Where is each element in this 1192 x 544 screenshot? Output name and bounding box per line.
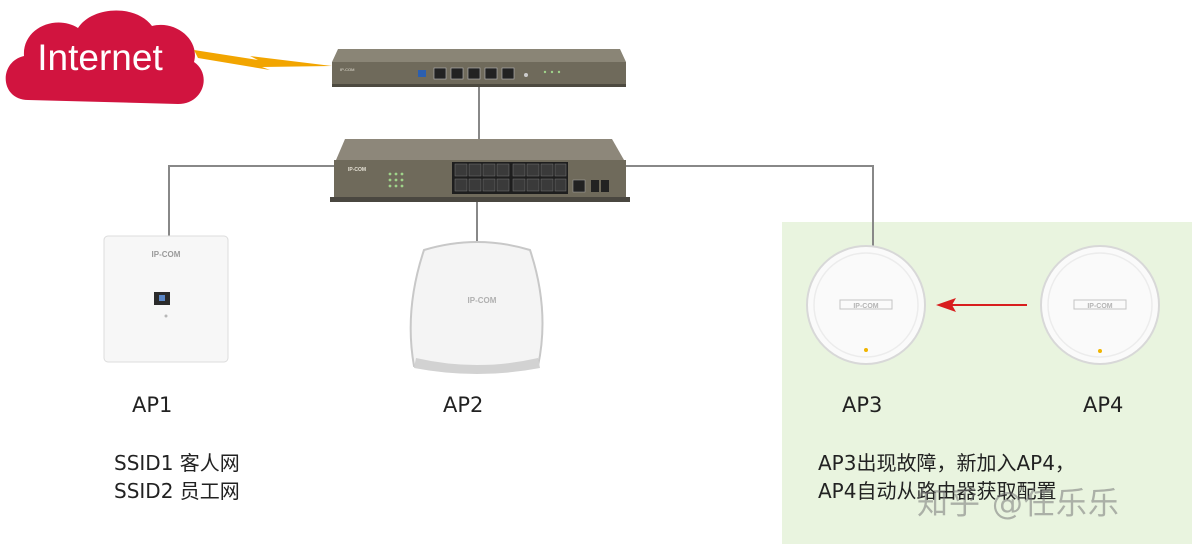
failover-note: AP3出现故障，新加入AP4， AP4自动从路由器获取配置 (818, 449, 1075, 505)
ap4-label: AP4 (1083, 393, 1124, 417)
ssid-item: SSID2 员工网 (114, 479, 240, 503)
poe-switch-device: IP-COM (330, 139, 630, 202)
internet-cloud: Internet (5, 10, 204, 104)
ssid-list: SSID1 客人网 SSID2 员工网 (114, 449, 240, 505)
ap3-brand: IP-COM (853, 303, 878, 310)
ap2-label: AP2 (443, 393, 484, 417)
connection-lines (168, 86, 874, 248)
ap1-device: IP-COM (103, 235, 229, 363)
ap3-device: IP-COM (806, 245, 926, 365)
internet-label: Internet (37, 37, 163, 78)
ap4-brand: IP-COM (1087, 303, 1112, 310)
ap1-label: AP1 (132, 393, 173, 417)
switch-brand: IP-COM (348, 167, 366, 173)
ap1-brand: IP-COM (152, 250, 181, 259)
watermark: 知乎 @任乐乐 (917, 486, 1120, 522)
failover-note-line1: AP3出现故障，新加入AP4， (818, 451, 1075, 475)
failover-note-line2: AP4自动从路由器获取配置 (818, 479, 1057, 503)
config-sync-arrow (936, 298, 1027, 312)
router-device: IP-COM (332, 49, 626, 87)
ap4-device: IP-COM (1040, 245, 1160, 365)
ssid-item: SSID1 客人网 (114, 451, 240, 475)
ap2-device: IP-COM (409, 241, 544, 374)
ap3-label: AP3 (842, 393, 883, 417)
switch-ap1-link (168, 165, 335, 238)
router-brand: IP-COM (340, 67, 354, 72)
lightning-bolt-icon (194, 50, 332, 70)
ap2-brand: IP-COM (468, 296, 497, 305)
switch-ap3-link (622, 165, 874, 248)
